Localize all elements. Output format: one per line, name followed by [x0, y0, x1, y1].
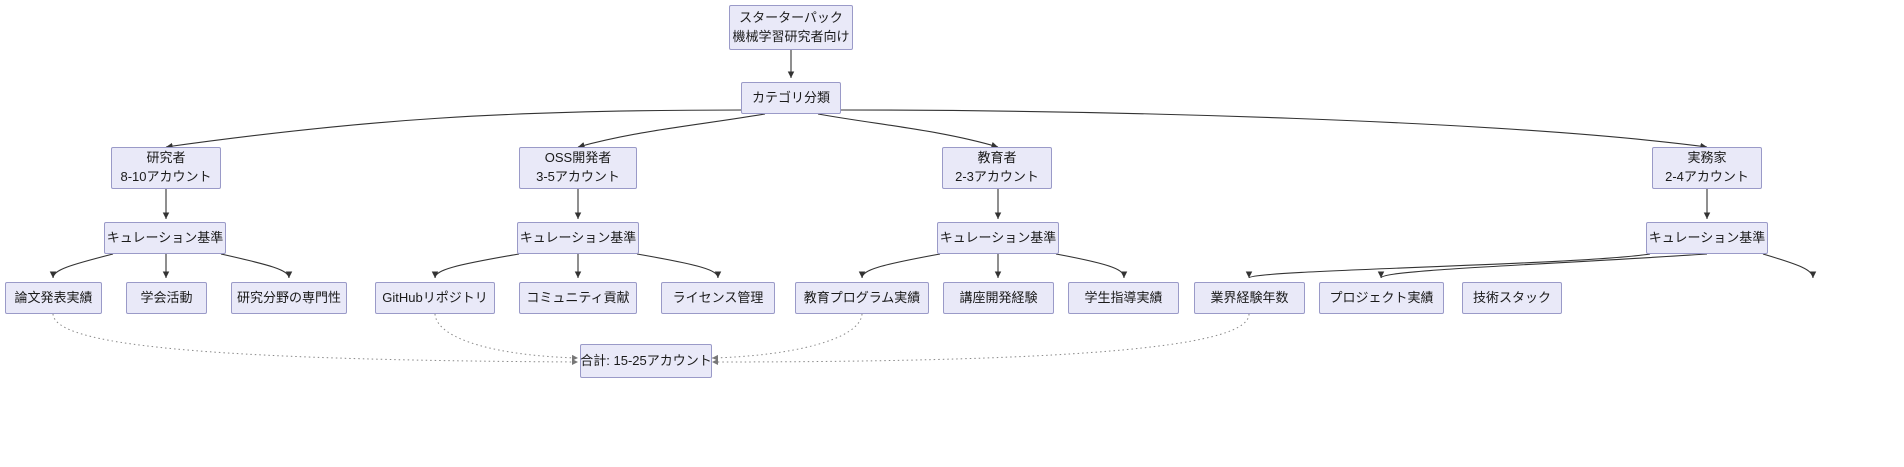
node-leaf-3-2[interactable]: 技術スタック	[1462, 282, 1562, 314]
edge-leaf-3-0-to-total	[711, 313, 1250, 365]
node-starter-pack-line1: スターターパック	[739, 9, 843, 25]
node-category-2-name: 教育者	[977, 150, 1017, 166]
node-category-0-accounts: 8-10アカウント	[120, 169, 212, 184]
edge-criteria-2-to-leaf-0	[858, 253, 941, 279]
node-category-classification-label: カテゴリ分類	[751, 89, 830, 105]
node-criteria-0-label: キュレーション基準	[106, 229, 224, 245]
node-category-0[interactable]: 研究者 8-10アカウント	[111, 147, 221, 189]
node-category-3[interactable]: 実務家 2-4アカウント	[1652, 147, 1762, 189]
node-leaf-3-1-label: プロジェクト実績	[1329, 289, 1434, 305]
node-leaf-1-0[interactable]: GitHubリポジトリ	[375, 282, 495, 314]
node-leaf-2-1-label: 講座開発経験	[959, 289, 1038, 305]
node-category-1-name: OSS開発者	[544, 150, 612, 166]
node-leaf-0-2-label: 研究分野の専門性	[236, 289, 341, 305]
node-category-2[interactable]: 教育者 2-3アカウント	[942, 147, 1052, 189]
edge-criteria-3-to-leaf-2	[1762, 253, 1817, 279]
edge-leaf-2-0-to-total	[711, 313, 863, 361]
node-criteria-0[interactable]: キュレーション基準	[104, 222, 226, 254]
node-category-3-accounts: 2-4アカウント	[1665, 169, 1749, 184]
node-leaf-2-2-label: 学生指導実績	[1084, 289, 1163, 305]
node-leaf-1-1[interactable]: コミュニティ貢献	[519, 282, 637, 314]
node-criteria-3-label: キュレーション基準	[1648, 229, 1766, 245]
edge-classifier-to-cat-2	[817, 113, 999, 149]
edge-classifier-to-cat-1	[577, 113, 766, 149]
node-criteria-2[interactable]: キュレーション基準	[937, 222, 1059, 254]
node-leaf-2-0[interactable]: 教育プログラム実績	[795, 282, 929, 314]
node-leaf-3-2-label: 技術スタック	[1472, 289, 1551, 305]
node-leaf-0-2[interactable]: 研究分野の専門性	[231, 282, 347, 314]
node-leaf-1-2-label: ライセンス管理	[672, 289, 764, 305]
edge-criteria-1-to-leaf-0	[431, 253, 520, 279]
node-leaf-1-1-label: コミュニティ貢献	[526, 289, 630, 305]
node-category-0-name: 研究者	[146, 150, 186, 166]
node-criteria-1[interactable]: キュレーション基準	[517, 222, 639, 254]
node-criteria-3[interactable]: キュレーション基準	[1646, 222, 1768, 254]
node-category-classification[interactable]: カテゴリ分類	[741, 82, 841, 114]
node-leaf-3-1[interactable]: プロジェクト実績	[1319, 282, 1444, 314]
node-category-1[interactable]: OSS開発者 3-5アカウント	[519, 147, 637, 189]
node-category-1-accounts: 3-5アカウント	[536, 169, 620, 184]
edge-criteria-0-to-leaf-0	[49, 253, 114, 279]
node-category-3-name: 実務家	[1687, 150, 1727, 166]
edge-leaf-0-0-to-total	[52, 313, 579, 365]
node-leaf-0-0-label: 論文発表実績	[14, 289, 93, 305]
edge-criteria-2-to-leaf-2	[1055, 253, 1128, 279]
node-leaf-0-1-label: 学会活動	[140, 289, 193, 305]
edge-criteria-3-to-leaf-0	[1245, 253, 1651, 279]
node-leaf-0-1[interactable]: 学会活動	[126, 282, 207, 314]
node-total-accounts[interactable]: 合計: 15-25アカウント	[580, 344, 712, 378]
node-starter-pack-line2: 機械学習研究者向け	[732, 28, 850, 44]
node-leaf-1-2[interactable]: ライセンス管理	[661, 282, 775, 314]
node-leaf-3-0[interactable]: 業界経験年数	[1194, 282, 1305, 314]
node-leaf-3-0-label: 業界経験年数	[1210, 289, 1289, 305]
node-leaf-2-2[interactable]: 学生指導実績	[1068, 282, 1179, 314]
node-leaf-2-0-label: 教育プログラム実績	[803, 289, 921, 305]
edge-classifier-to-cat-0	[165, 109, 745, 150]
edge-criteria-1-to-leaf-2	[636, 253, 722, 279]
node-leaf-2-1[interactable]: 講座開発経験	[943, 282, 1054, 314]
node-leaf-1-0-label: GitHubリポジトリ	[382, 289, 488, 305]
node-category-2-accounts: 2-3アカウント	[955, 169, 1039, 184]
node-total-accounts-label: 合計: 15-25アカウント	[580, 352, 712, 368]
edge-classifier-to-cat-3	[838, 109, 1708, 150]
edge-criteria-3-to-leaf-1	[1377, 253, 1708, 279]
node-starter-pack[interactable]: スターターパック 機械学習研究者向け	[729, 5, 853, 50]
node-leaf-0-0[interactable]: 論文発表実績	[5, 282, 102, 314]
edge-leaf-1-0-to-total	[434, 313, 579, 361]
edge-criteria-0-to-leaf-2	[220, 253, 293, 279]
node-criteria-2-label: キュレーション基準	[939, 229, 1057, 245]
node-criteria-1-label: キュレーション基準	[519, 229, 637, 245]
